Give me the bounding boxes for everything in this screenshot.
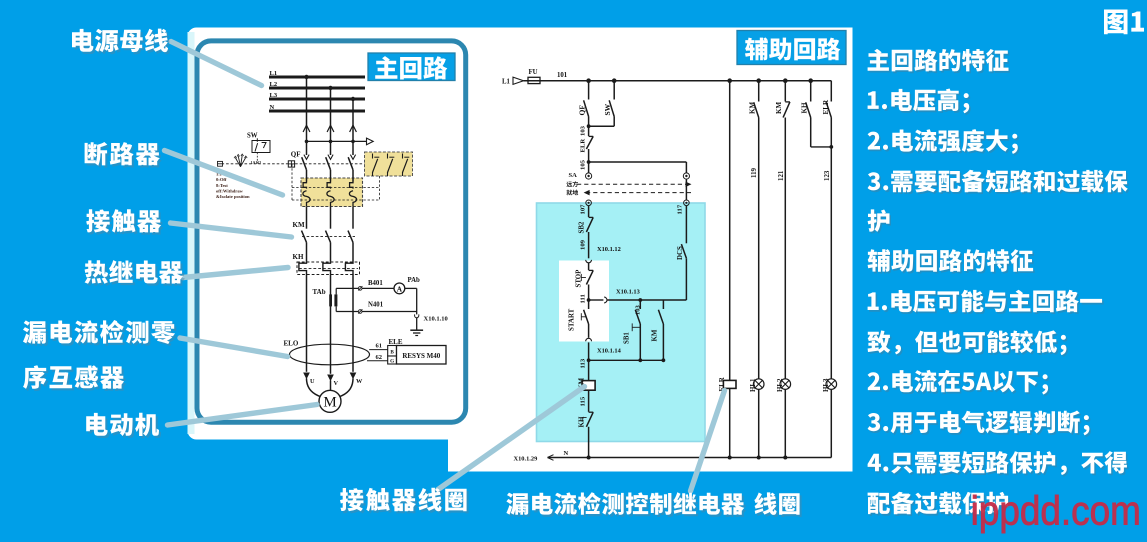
svg-text:ELR: ELR [719, 376, 726, 391]
svg-text:0:Off: 0:Off [216, 177, 227, 182]
svg-text:109: 109 [579, 239, 586, 250]
svg-text:107: 107 [579, 204, 586, 215]
svg-text:ELR: ELR [822, 99, 830, 114]
svg-text:SW: SW [247, 133, 258, 140]
svg-text:ELO: ELO [284, 339, 299, 347]
svg-text:QF: QF [291, 150, 301, 158]
svg-text:ELR: ELR [579, 139, 586, 153]
svg-text:HL1: HL1 [750, 378, 757, 392]
svg-text:SW: SW [603, 103, 612, 115]
svg-text:103: 103 [579, 125, 586, 136]
svg-text:101: 101 [557, 72, 568, 79]
svg-text:N: N [564, 450, 569, 457]
svg-text:X10.1.13: X10.1.13 [616, 289, 640, 296]
svg-text:103: 103 [635, 305, 642, 316]
svg-text:KH: KH [577, 416, 585, 428]
svg-text:X10.1.10: X10.1.10 [424, 316, 448, 323]
svg-text:105: 105 [579, 159, 586, 170]
svg-text:N: N [270, 104, 275, 111]
svg-text:SB1: SB1 [624, 332, 631, 344]
svg-text:B: B [390, 350, 394, 356]
svg-text:SA: SA [569, 172, 578, 179]
svg-text:X10.1.29: X10.1.29 [514, 456, 538, 463]
svg-text:KM: KM [775, 101, 783, 114]
svg-text:START: START [569, 308, 576, 331]
svg-text:111: 111 [579, 294, 586, 303]
svg-text:1A112: 1A112 [251, 160, 262, 165]
svg-text:off:Withdraw: off:Withdraw [216, 189, 244, 194]
svg-text:L1: L1 [270, 70, 278, 77]
svg-text:121: 121 [778, 170, 785, 181]
svg-text:KM: KM [652, 329, 659, 341]
svg-text:119: 119 [751, 167, 758, 178]
svg-text:117: 117 [676, 204, 683, 214]
svg-text:KH: KH [801, 102, 809, 114]
svg-text:ELE: ELE [389, 338, 403, 346]
svg-text:&Isolate position: &Isolate position [216, 194, 250, 199]
svg-text:SB2: SB2 [578, 221, 585, 233]
svg-text:8:Test: 8:Test [216, 183, 228, 188]
svg-text:STOP: STOP [576, 269, 583, 288]
svg-text:HL2: HL2 [777, 378, 784, 392]
svg-text:X10.1.14: X10.1.14 [597, 348, 622, 355]
svg-text:RESYS M40: RESYS M40 [402, 352, 440, 360]
svg-text:TAb: TAb [313, 288, 326, 296]
svg-text:KM: KM [749, 101, 757, 114]
svg-text:113: 113 [579, 358, 586, 368]
svg-text:115: 115 [579, 396, 586, 406]
svg-text:L3: L3 [270, 92, 278, 99]
svg-text:U: U [310, 378, 315, 385]
svg-text:L1: L1 [502, 79, 511, 86]
svg-text:KM: KM [577, 377, 585, 390]
svg-text:G: G [390, 359, 394, 365]
svg-text:QF: QF [577, 105, 586, 116]
svg-text:A: A [397, 284, 403, 293]
svg-text:FU: FU [529, 69, 538, 76]
svg-text:61: 61 [376, 343, 383, 350]
svg-text:PAb: PAb [408, 277, 421, 284]
svg-text:123: 123 [824, 170, 831, 181]
svg-text:W: W [356, 378, 363, 385]
svg-text:X10.1.12: X10.1.12 [597, 246, 621, 253]
svg-text:KH: KH [293, 253, 304, 261]
svg-text:ippdd.com: ippdd.com [971, 489, 1141, 534]
svg-text:KM: KM [293, 221, 305, 229]
svg-text:L2: L2 [270, 81, 278, 88]
svg-text:M: M [323, 395, 336, 411]
svg-text:DCS: DCS [677, 246, 684, 260]
svg-text:HL3: HL3 [823, 378, 830, 392]
svg-text:V: V [334, 380, 339, 387]
svg-text:N401: N401 [368, 302, 384, 309]
svg-text:62: 62 [376, 354, 383, 361]
svg-text:B401: B401 [368, 280, 383, 287]
